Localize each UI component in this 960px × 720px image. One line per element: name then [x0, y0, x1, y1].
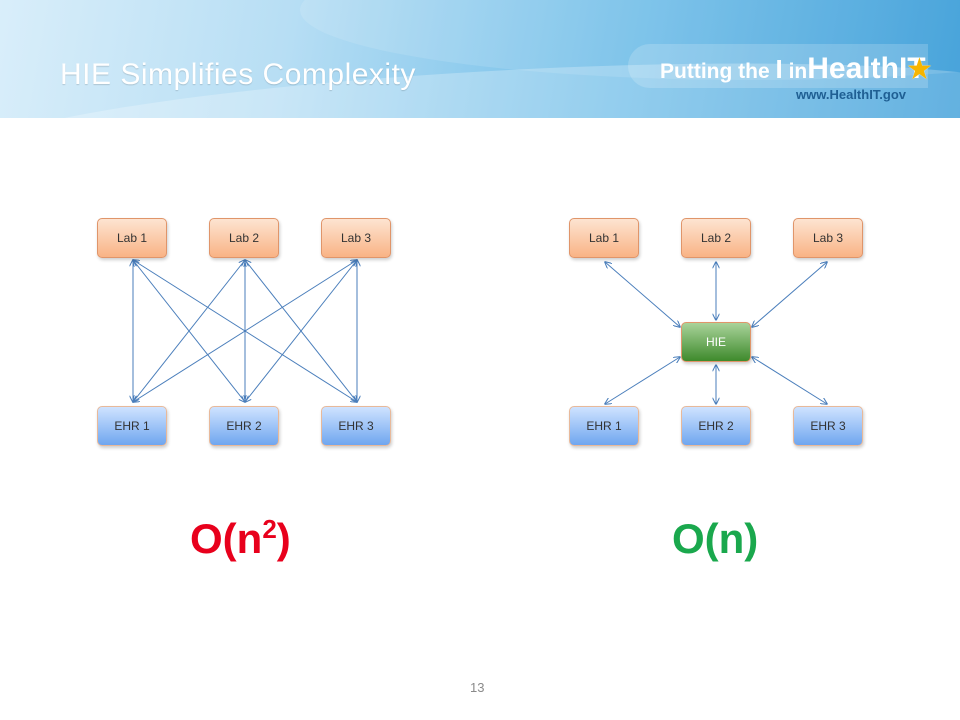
left-ehr-2: EHR 2	[209, 406, 279, 446]
left-lab-3: Lab 3	[321, 218, 391, 258]
hub-arrows	[605, 262, 827, 404]
arrow-hie-ehr1	[605, 357, 680, 404]
healthit-logo: Putting the I inHealthIT	[660, 52, 926, 86]
right-lab-3: Lab 3	[793, 218, 863, 258]
right-ehr-2: EHR 2	[681, 406, 751, 446]
complexity-hub-label: O(n)	[672, 515, 759, 562]
right-ehr-3: EHR 3	[793, 406, 863, 446]
right-lab-1: Lab 1	[569, 218, 639, 258]
right-ehr-1: EHR 1	[569, 406, 639, 446]
complexity-mesh-close: )	[276, 515, 291, 562]
mesh-arrows	[133, 260, 357, 402]
logo-text-health: Health	[807, 52, 899, 85]
arrow-lab3-ehr2	[245, 260, 357, 402]
logo-url: www.HealthIT.gov	[796, 87, 907, 102]
arrow-lab1-hie	[605, 262, 680, 327]
logo-text-i: I	[775, 54, 783, 84]
slide-title: HIE Simplifies Complexity	[60, 58, 416, 91]
arrow-lab3-hie	[752, 262, 827, 327]
left-ehr-1: EHR 1	[97, 406, 167, 446]
complexity-mesh-base: O(n	[190, 515, 263, 562]
complexity-mesh-label: O(n2)	[190, 515, 291, 563]
left-ehr-3: EHR 3	[321, 406, 391, 446]
logo-text-it: IT	[898, 52, 926, 85]
header-banner	[0, 0, 960, 118]
star-icon: ★	[906, 53, 933, 86]
page-number: 13	[470, 680, 485, 695]
logo-text-in: in	[788, 60, 808, 83]
right-lab-2: Lab 2	[681, 218, 751, 258]
logo-text-putting: Putting the	[660, 60, 770, 83]
complexity-mesh-exponent: 2	[262, 514, 277, 544]
left-lab-2: Lab 2	[209, 218, 279, 258]
left-lab-1: Lab 1	[97, 218, 167, 258]
hie-hub: HIE	[681, 322, 751, 362]
logo-backdrop	[628, 44, 928, 88]
arrow-hie-ehr3	[752, 357, 827, 404]
